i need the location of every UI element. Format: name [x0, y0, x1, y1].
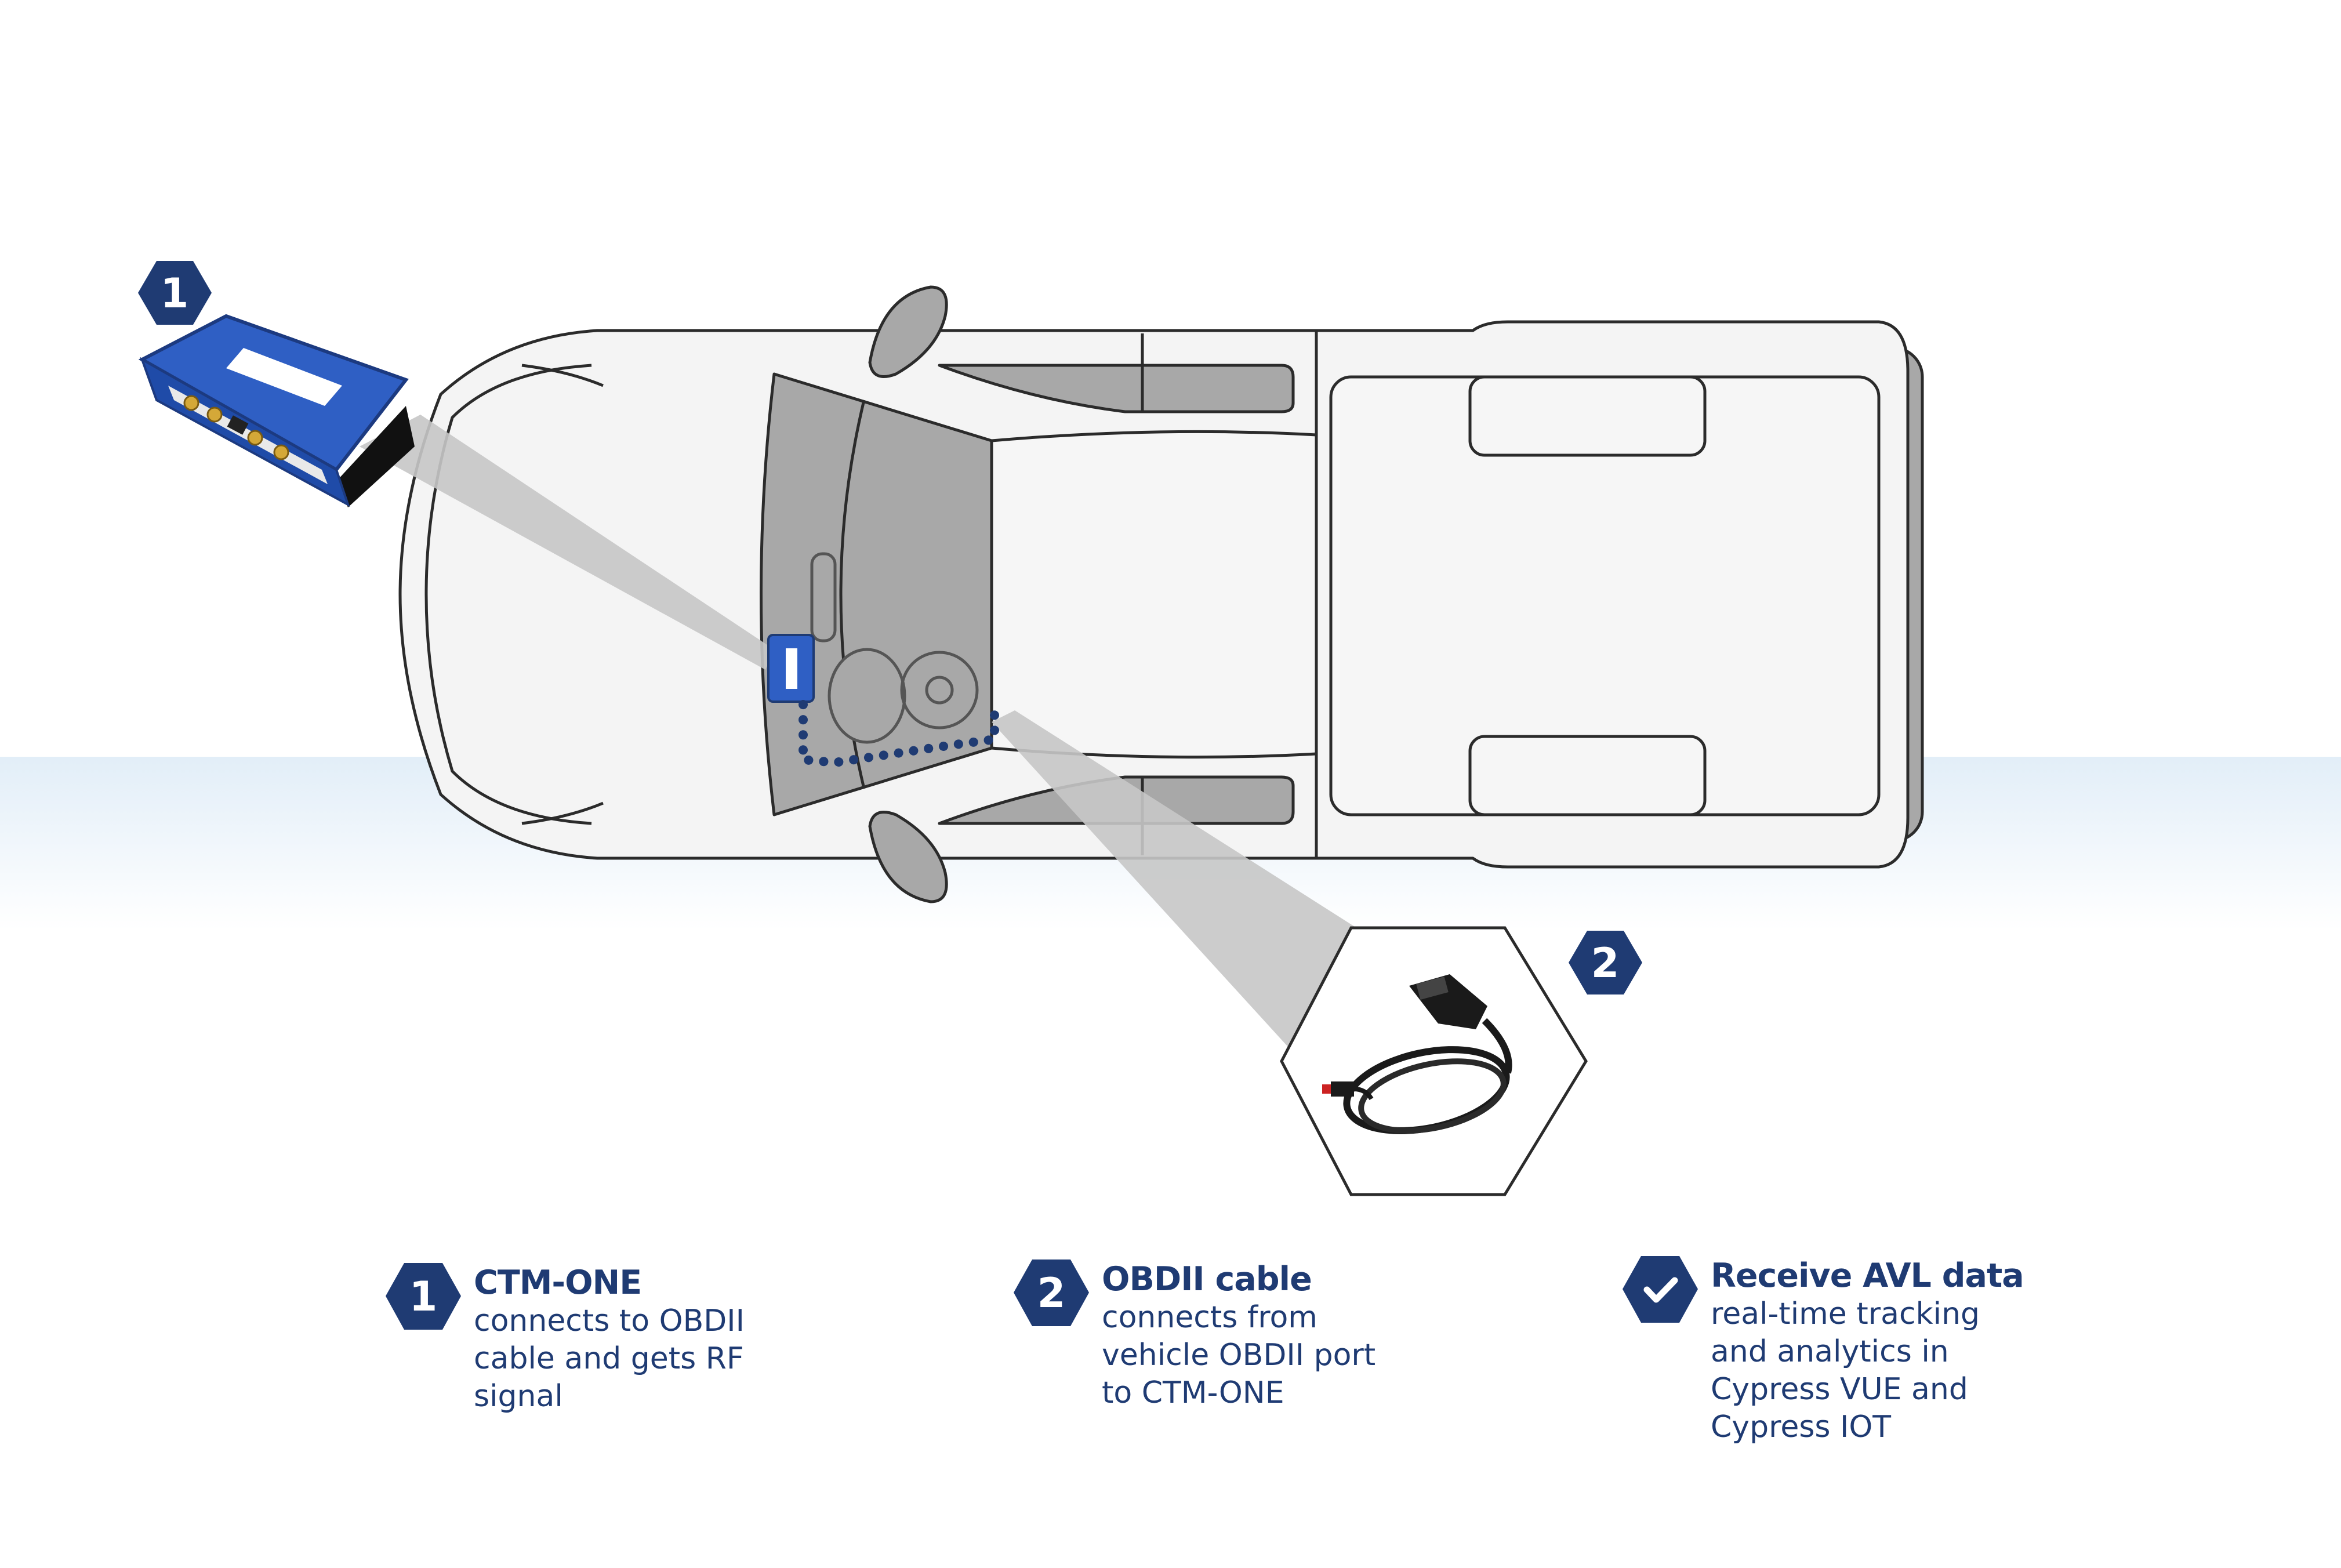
svg-text:1: 1: [409, 1273, 438, 1320]
device-marker-number: 1: [161, 270, 189, 317]
steering-wheel: [900, 651, 979, 729]
driver-area: [810, 552, 979, 744]
obdii-cable-image: [1322, 974, 1512, 1134]
driver-seat: [827, 648, 906, 744]
cable-coil: [1358, 1058, 1507, 1134]
cable-route: [799, 700, 999, 768]
left-door-glass: [938, 364, 1295, 413]
legend-title: OBDII cable: [1102, 1260, 1312, 1298]
rear-view-mirror: [810, 552, 837, 643]
installed-device-label: [786, 648, 797, 689]
antenna-port: [206, 406, 223, 423]
steering-hub: [925, 676, 954, 705]
small-connector-lead: [1353, 1087, 1374, 1101]
hood-line: [424, 364, 592, 825]
small-connector-pins: [1322, 1084, 1331, 1094]
check-icon: [1623, 1256, 1698, 1323]
obdii-cable-callout: [1280, 926, 1588, 1196]
small-connector: [1331, 1081, 1354, 1097]
wheel-well-left: [1468, 375, 1707, 457]
cabin-front: [760, 372, 993, 816]
device-label: [226, 348, 342, 406]
cable-marker-number: 2: [1591, 939, 1620, 987]
cable-beam: [992, 710, 1366, 1052]
legend-title: Receive AVL data: [1711, 1257, 2024, 1295]
wheel-well-right: [1468, 735, 1707, 816]
legend-description: connects from vehicle OBDII port to CTM-…: [1102, 1300, 1376, 1410]
legend-description: real-time tracking and analytics in Cypr…: [1711, 1297, 1980, 1444]
pickup-truck: [398, 285, 1924, 903]
antenna-port: [247, 430, 263, 446]
cable-marker-hexagon: [1569, 931, 1642, 994]
legend-badge-1: 1: [386, 1263, 461, 1330]
mirror-right: [868, 811, 948, 903]
device-marker: 1: [138, 261, 212, 325]
device-shadow-side: [336, 406, 415, 507]
legend-badge-2: 2: [1014, 1260, 1089, 1326]
device-beam: [360, 415, 774, 670]
cable-marker: 2: [1569, 931, 1642, 994]
antenna-port: [273, 444, 289, 460]
cab-roof: [990, 430, 1318, 759]
ctm-one-device: [138, 314, 415, 507]
legend-title: CTM-ONE: [474, 1264, 642, 1302]
antenna-port: [183, 395, 199, 411]
legend-description: connects to OBDII cable and gets RF sign…: [474, 1304, 745, 1414]
mirror-left: [868, 285, 948, 378]
device-marker-hexagon: [138, 261, 212, 325]
headlight-right: [521, 801, 604, 825]
headlight-left: [521, 364, 604, 387]
svg-text:2: 2: [1037, 1269, 1066, 1317]
obd-connector-face: [1416, 977, 1449, 1000]
data-port: [227, 415, 249, 435]
cable-lead: [1482, 1018, 1512, 1074]
